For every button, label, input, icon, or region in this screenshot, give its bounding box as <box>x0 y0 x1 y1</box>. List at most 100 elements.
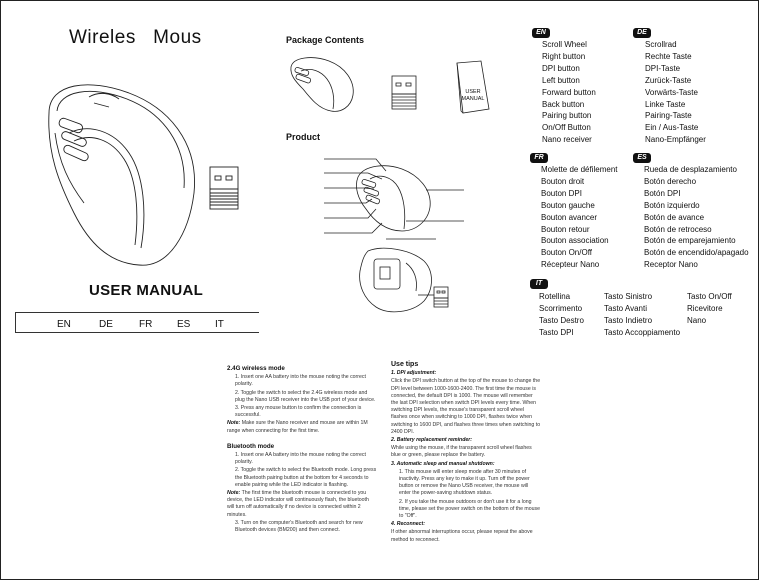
list-item: Tasto Avanti <box>604 303 647 313</box>
reconnect-heading: 4. Reconnect: <box>391 521 426 528</box>
use-tips-heading: Use tips <box>391 361 419 368</box>
mouse-illustration <box>48 84 195 266</box>
list-fr: Molette de défilement Bouton droit Bouto… <box>541 164 618 271</box>
product-diagram <box>324 158 464 313</box>
manual-label-line1: USER <box>465 89 481 95</box>
mouse-small-illustration <box>290 57 354 112</box>
list-item: Botón izquierdo <box>644 200 700 210</box>
list-item: Bouton On/Off <box>541 248 592 258</box>
list-item: Tasto Sinistro <box>604 292 653 301</box>
list-item: Botón de encendido/apagado <box>644 248 749 258</box>
instruction-step: 1. Insert one AA battery into the mouse … <box>235 374 366 388</box>
dpi-heading: 1. DPI adjustment: <box>391 370 437 377</box>
list-item: Récepteur Nano <box>541 260 600 270</box>
list-item: Nano-Empfänger <box>645 135 706 145</box>
sleep-text-1: 1. This mouse will enter sleep mode afte… <box>399 468 530 497</box>
instruction-step: 2. Toggle the switch to select the Bluet… <box>235 467 377 488</box>
list-item: Nano <box>687 315 707 325</box>
list-en: Scroll Wheel Right button DPI button Lef… <box>542 39 596 146</box>
package-contents-heading: Package Contents <box>286 35 365 45</box>
instruction-step: 3. Press any mouse button to confirm the… <box>235 405 362 419</box>
instruction-step: 2. Toggle the switch to select the 2.4G … <box>235 389 376 403</box>
list-item: Bouton avancer <box>541 212 598 222</box>
receiver-small-illustration <box>391 75 417 110</box>
dpi-text: Click the DPI switch button at the top o… <box>391 378 541 435</box>
list-es: Rueda de desplazamiento Botón derecho Bo… <box>644 164 749 271</box>
badge-fr: FR <box>530 153 548 163</box>
list-item: Linke Taste <box>645 99 686 109</box>
divider <box>15 312 16 333</box>
list-item: Tasto DPI <box>539 327 574 337</box>
list-item: Botón de retroceso <box>644 224 712 234</box>
product-heading: Product <box>286 132 321 142</box>
note-text: Make sure the Nano receiver and mouse ar… <box>227 420 368 434</box>
language-en: EN <box>57 319 71 330</box>
list-item: Vorwärts-Taste <box>645 87 698 97</box>
list-item: Botón de avance <box>644 212 705 222</box>
list-item: Left button <box>542 75 580 85</box>
wireless-note: Note: Make sure the Nano receiver and mo… <box>227 420 377 434</box>
use-tips: Use tips 1. DPI adjustment: Click the DP… <box>391 359 541 545</box>
list-item: Forward button <box>542 87 596 97</box>
badge-en: EN <box>532 28 550 38</box>
list-item: Rueda de desplazamiento <box>644 165 737 174</box>
sleep-text-2: 2. If you take the mouse outdoors or don… <box>399 498 541 520</box>
list-item: Scrollrad <box>645 40 677 49</box>
battery-heading: 2. Battery replacement reminder: <box>391 437 473 444</box>
list-item: Pairing-Taste <box>645 111 692 121</box>
divider <box>15 312 259 313</box>
list-item: Tasto Indietro <box>604 315 653 325</box>
list-item: Back button <box>542 99 585 109</box>
note-label: Note: <box>227 420 241 427</box>
language-de: DE <box>99 319 113 330</box>
list-item: Ricevitore <box>687 303 723 313</box>
list-item: Nano receiver <box>542 135 592 145</box>
list-item: Bouton DPI <box>541 188 582 198</box>
list-item: Scorrimento <box>539 303 583 313</box>
list-it-col3: Tasto On/Off Ricevitore Nano <box>687 291 732 327</box>
badge-it: IT <box>530 279 548 289</box>
list-item: Bouton association <box>541 236 609 246</box>
list-item: Pairing button <box>542 111 592 121</box>
manual-booklet-illustration <box>456 60 490 114</box>
bluetooth-mode-heading: Bluetooth mode <box>227 442 275 450</box>
badge-es: ES <box>633 153 651 163</box>
list-item: DPI-Taste <box>645 63 681 73</box>
user-manual-heading: USER MANUAL <box>89 282 204 299</box>
connection-instructions: 2.4G wireless mode 1. Insert one AA batt… <box>227 362 377 535</box>
list-item: Right button <box>542 51 586 61</box>
list-item: Ein / Aus-Taste <box>645 123 699 133</box>
list-it-col1: Rotellina Scorrimento Tasto Destro Tasto… <box>539 291 584 339</box>
list-item: Bouton retour <box>541 224 590 234</box>
list-item: Botón DPI <box>644 188 681 198</box>
manual-booklet-label: USER MANUAL <box>456 89 490 103</box>
sleep-heading: 3. Automatic sleep and manual shutdown: <box>391 460 495 467</box>
list-item: On/Off Button <box>542 123 591 133</box>
battery-text: While using the mouse, if the transparen… <box>391 445 532 459</box>
list-item: Tasto Destro <box>539 315 584 325</box>
list-item: Tasto Accoppiamento <box>604 327 681 337</box>
bluetooth-note: Note: The first time the bluetooth mouse… <box>227 490 377 519</box>
list-item: Bouton gauche <box>541 200 595 210</box>
badge-de: DE <box>633 28 651 38</box>
note-text: The first time the bluetooth mouse is co… <box>227 490 369 518</box>
list-item: Receptor Nano <box>644 260 698 270</box>
list-item: Zurück-Taste <box>645 75 692 85</box>
language-es: ES <box>177 319 191 330</box>
reconnect-text: If other abnormal interruptions occur, p… <box>391 529 533 543</box>
divider <box>15 332 259 333</box>
list-item: Bouton droit <box>541 176 585 186</box>
list-item: Molette de défilement <box>541 165 618 174</box>
language-it: IT <box>215 319 224 330</box>
cover-title: Wireles Mous <box>69 27 202 48</box>
instruction-step: 3. Turn on the computer's Bluetooth and … <box>235 519 363 534</box>
list-de: Scrollrad Rechte Taste DPI-Taste Zurück-… <box>645 39 706 146</box>
instruction-step: 1. Insert one AA battery into the mouse … <box>235 452 366 466</box>
list-item: Rechte Taste <box>645 51 692 61</box>
list-item: Scroll Wheel <box>542 40 587 49</box>
note-label: Note: <box>227 490 241 497</box>
list-it-col2: Tasto Sinistro Tasto Avanti Tasto Indiet… <box>604 291 680 339</box>
nano-receiver-illustration <box>209 166 239 210</box>
list-item: Tasto On/Off <box>687 292 732 301</box>
